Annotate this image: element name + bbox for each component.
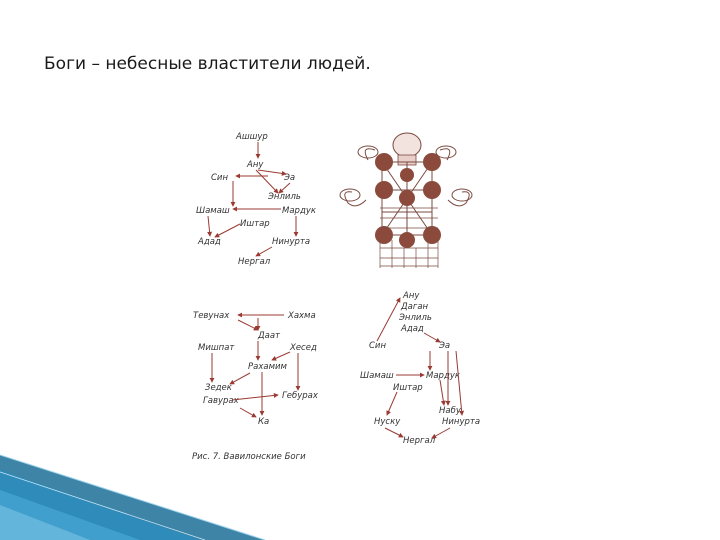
- leaf: [357, 145, 379, 159]
- arrow: [278, 182, 291, 194]
- arrow: [271, 351, 291, 361]
- slide-title: Боги – небесные властители людей.: [44, 54, 371, 74]
- arrow: [255, 169, 279, 194]
- node-label: Нуску: [374, 417, 401, 427]
- node-label: Син: [211, 173, 228, 183]
- arrow: [255, 246, 273, 257]
- node-label: Рахамим: [248, 362, 288, 372]
- sphere: [423, 181, 441, 199]
- robe-pattern: [379, 207, 439, 268]
- node-label: Даат: [257, 331, 281, 341]
- node-label: Эа: [283, 173, 295, 183]
- arrow: [376, 297, 401, 342]
- sphere: [399, 190, 415, 206]
- node-label: Энлиль: [398, 313, 432, 323]
- leaf: [339, 188, 361, 202]
- arrow: [384, 427, 404, 438]
- node-label: Эа: [438, 341, 450, 351]
- branch: [344, 191, 470, 207]
- node-label: Иштар: [393, 383, 423, 393]
- arrow: [257, 169, 287, 176]
- node-label: Нинурта: [272, 237, 310, 247]
- bottom-left-diagram: Тевунах Хахма Даат Мишпат Хесед Рахамим …: [193, 311, 319, 427]
- figure-caption: Рис. 7. Вавилонские Боги: [192, 452, 306, 462]
- node-label: Зедек: [205, 383, 233, 393]
- arrow: [455, 350, 465, 416]
- head: [392, 132, 422, 158]
- node-label: Нергал: [238, 257, 271, 267]
- sphere: [400, 168, 414, 182]
- arrow: [231, 392, 279, 401]
- node-label: Мардук: [282, 206, 317, 216]
- node-label: Нинурта: [442, 417, 480, 427]
- node-label: Мишпат: [198, 343, 235, 353]
- arrow: [431, 427, 451, 439]
- arrow: [386, 391, 398, 416]
- arrow: [439, 379, 446, 406]
- node-label: Нергал: [403, 436, 436, 446]
- node-label: Хахма: [287, 311, 316, 321]
- node-label: Ану: [402, 291, 420, 301]
- sphere: [375, 181, 393, 199]
- top-left-diagram: Ашшур Ану Син Эа Энлиль Шамаш Мардук Ишт…: [196, 132, 317, 267]
- node-label: Шамаш: [196, 206, 230, 216]
- node-label: Син: [369, 341, 386, 351]
- node-label: Ану: [246, 160, 264, 170]
- node-label: Хесед: [289, 343, 317, 353]
- leaf: [451, 188, 473, 202]
- sphere: [375, 153, 393, 171]
- arrow: [214, 223, 241, 238]
- node-label: Гебурах: [282, 391, 319, 401]
- node-label: Энлиль: [267, 192, 301, 202]
- decorative-corner: [0, 454, 266, 540]
- arrow: [237, 319, 259, 331]
- node-label: Тевунах: [193, 311, 230, 321]
- node-label: Набу: [439, 406, 462, 416]
- bottom-right-diagram: Ану Даган Энлиль Адад Син Эа Шамаш Марду…: [360, 291, 480, 446]
- node-label: Иштар: [240, 219, 270, 229]
- node-label: Шамаш: [360, 371, 394, 381]
- arrow: [239, 407, 257, 418]
- node-label: Адад: [400, 324, 424, 334]
- leaf: [435, 145, 457, 159]
- sphere: [399, 232, 415, 248]
- arrow: [423, 332, 441, 343]
- node-label: Даган: [400, 302, 429, 312]
- sphere: [375, 226, 393, 244]
- node-label: Ка: [258, 417, 269, 427]
- node-label: Гавурах: [203, 396, 240, 406]
- sphere: [423, 153, 441, 171]
- node-label: Адад: [197, 237, 221, 247]
- node-label: Мардук: [426, 371, 461, 381]
- arrow: [207, 215, 213, 237]
- tree-of-life-illustration: [339, 132, 473, 268]
- arrow: [229, 372, 251, 385]
- sphere: [423, 226, 441, 244]
- node-label: Ашшур: [235, 132, 268, 142]
